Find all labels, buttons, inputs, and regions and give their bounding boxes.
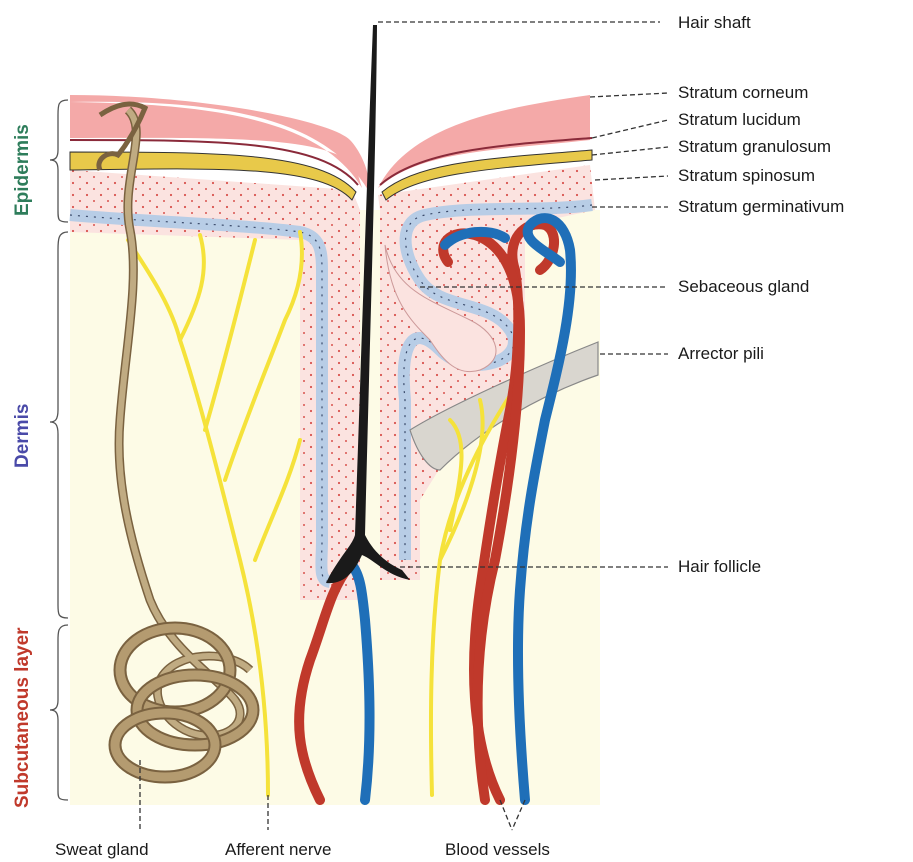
stratum-granulosum-label: Stratum granulosum bbox=[678, 137, 831, 156]
hair-shaft-label: Hair shaft bbox=[678, 13, 751, 32]
stratum-spinosum-label: Stratum spinosum bbox=[678, 166, 815, 185]
dermis-label: Dermis bbox=[12, 404, 33, 468]
stratum-germinativum-label: Stratum germinativum bbox=[678, 197, 844, 216]
arrector-pili-label: Arrector pili bbox=[678, 344, 764, 363]
epidermis-label: Epidermis bbox=[12, 124, 33, 216]
sebaceous-gland-label: Sebaceous gland bbox=[678, 277, 809, 296]
afferent-nerve-label: Afferent nerve bbox=[225, 840, 331, 859]
blood-vessels-label: Blood vessels bbox=[445, 840, 550, 859]
sweat-gland-label: Sweat gland bbox=[55, 840, 149, 859]
layer-braces bbox=[50, 100, 68, 800]
stratum-lucidum-label: Stratum lucidum bbox=[678, 110, 801, 129]
hair-follicle-label: Hair follicle bbox=[678, 557, 761, 576]
subcutaneous-label: Subcutaneous layer bbox=[12, 627, 33, 808]
stratum-corneum-label: Stratum corneum bbox=[678, 83, 808, 102]
